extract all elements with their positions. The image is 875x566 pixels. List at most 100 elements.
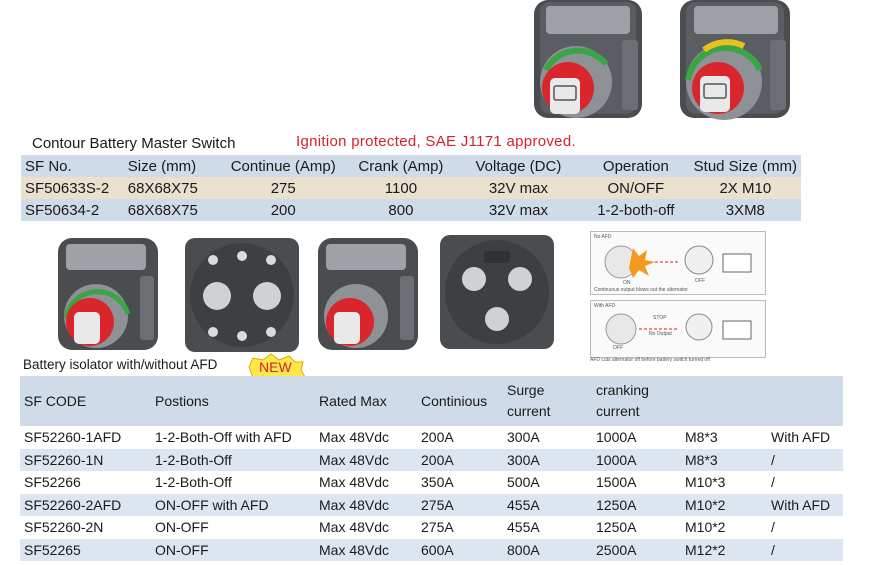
cell-continuous: 200A <box>421 429 454 446</box>
col-stud <box>681 376 767 426</box>
new-badge-icon <box>248 353 306 382</box>
cell-stud: M10*3 <box>685 474 726 491</box>
col-rated-max: Rated Max <box>319 392 387 409</box>
cell-stud: M12*2 <box>685 541 726 558</box>
cell-rated-max: Max 48Vdc <box>319 429 390 446</box>
cell-afd: With AFD <box>771 496 831 513</box>
cell-size: 68X68X75 <box>127 179 198 197</box>
cell-surge: 300A <box>507 429 540 446</box>
col-operation: Operation <box>602 157 669 175</box>
cell-rated-max: Max 48Vdc <box>319 451 390 468</box>
with-afd-label: With AFD <box>594 303 616 309</box>
cell-positions: ON-OFF <box>155 519 209 536</box>
cell-rated-max: Max 48Vdc <box>319 496 390 513</box>
col-cranking-current: cranking current <box>596 382 649 419</box>
col-size: Size (mm) <box>127 157 197 175</box>
with-afd-diagram: With AFD STOP No Output OFF <box>590 300 766 358</box>
cell-cranking: 1250A <box>596 496 637 513</box>
col-surge-current: Surge current <box>507 382 551 419</box>
cell-size: 68X68X75 <box>127 201 198 219</box>
cell-sf-code: SF52260-1N <box>24 451 104 468</box>
no-output-icon <box>605 313 752 345</box>
table-row: SF52265 ON-OFF Max 48Vdc 600A 800A 2500A… <box>20 538 843 561</box>
cell-cranking: 1000A <box>596 451 637 468</box>
col-positions: Postions <box>155 392 209 409</box>
cell-sf-code: SF52260-2AFD <box>24 496 122 513</box>
cell-continuous: 350A <box>421 474 454 491</box>
switch-product-image-onoff <box>534 0 642 118</box>
cell-continuous: 275A <box>421 519 454 536</box>
table-header-row: SF No. Size (mm) Continue (Amp) Crank (A… <box>21 155 801 177</box>
cell-sf-code: SF52266 <box>24 474 81 491</box>
no-output-label: No Output <box>649 331 672 337</box>
table-row: SF52266 1-2-Both-Off Max 48Vdc 350A 500A… <box>20 471 843 494</box>
cell-voltage: 32V max <box>488 201 549 219</box>
table-row: SF52260-2N ON-OFF Max 48Vdc 275A 455A 12… <box>20 516 843 539</box>
cell-stud: M10*2 <box>685 519 726 536</box>
cell-crank: 800 <box>388 201 414 219</box>
cell-cranking: 1500A <box>596 474 637 491</box>
cell-stud: M10*2 <box>685 496 726 513</box>
table-row: SF50633S-2 68X68X75 275 1100 32V max ON/… <box>21 177 801 199</box>
cell-stud-size: 3XM8 <box>725 201 765 219</box>
cell-voltage: 32V max <box>488 179 549 197</box>
stop-label: STOP <box>653 315 667 321</box>
cell-afd: / <box>771 519 775 536</box>
table-row: SF52260-1AFD 1-2-Both-Off with AFD Max 4… <box>20 426 843 449</box>
col-sf-code: SF CODE <box>24 392 87 409</box>
table-row: SF52260-2AFD ON-OFF with AFD Max 48Vdc 2… <box>20 493 843 516</box>
cell-cranking: 2500A <box>596 541 637 558</box>
cell-positions: 1-2-Both-Off with AFD <box>155 429 292 446</box>
no-afd-caption: Continuous output blows out the alternat… <box>594 287 688 293</box>
col-stud-size: Stud Size (mm) <box>693 157 797 175</box>
col-crank: Crank (Amp) <box>358 157 444 175</box>
switch-product-image-1-2-both <box>680 0 790 120</box>
with-afd-caption: AFD cuts alternator off before battery s… <box>590 357 710 363</box>
cell-continue: 200 <box>270 201 296 219</box>
cell-continuous: 200A <box>421 451 454 468</box>
cell-positions: ON-OFF <box>155 541 209 558</box>
col-afd <box>767 376 843 426</box>
cell-cranking: 1250A <box>596 519 637 536</box>
cell-rated-max: Max 48Vdc <box>319 519 390 536</box>
cell-surge: 800A <box>507 541 540 558</box>
on-label: ON <box>623 280 631 286</box>
table-header-row: SF CODE Postions Rated Max Continious Su… <box>20 376 843 426</box>
section2-title: Battery isolator with/without AFD <box>23 357 218 372</box>
spark-icon <box>604 245 752 279</box>
cell-sf-no: SF50634-2 <box>25 201 100 219</box>
section1-title: Contour Battery Master Switch <box>32 135 236 152</box>
certification-note: Ignition protected, SAE J1171 approved. <box>296 133 576 150</box>
new-badge-text: NEW <box>259 359 292 375</box>
cell-sf-code: SF52260-2N <box>24 519 104 536</box>
cell-crank: 1100 <box>384 179 418 197</box>
cell-continue: 275 <box>270 179 296 197</box>
cell-rated-max: Max 48Vdc <box>319 474 390 491</box>
cell-operation: 1-2-both-off <box>597 201 675 219</box>
off-label-top: OFF <box>695 278 705 284</box>
battery-isolator-table: SF CODE Postions Rated Max Continious Su… <box>20 376 843 561</box>
isolator-front-image-2 <box>318 238 418 350</box>
cell-sf-code: SF52260-1AFD <box>24 429 122 446</box>
cell-afd: / <box>771 541 775 558</box>
cell-positions: ON-OFF with AFD <box>155 496 269 513</box>
cell-sf-no: SF50633S-2 <box>25 179 110 197</box>
table-row: SF50634-2 68X68X75 200 800 32V max 1-2-b… <box>21 199 801 221</box>
cell-positions: 1-2-Both-Off <box>155 474 232 491</box>
cell-afd: With AFD <box>771 429 831 446</box>
cell-operation: ON/OFF <box>607 179 665 197</box>
cell-surge: 455A <box>507 496 540 513</box>
cell-cranking: 1000A <box>596 429 637 446</box>
col-voltage: Voltage (DC) <box>475 157 562 175</box>
cell-positions: 1-2-Both-Off <box>155 451 232 468</box>
isolator-rear-image-1 <box>185 238 299 352</box>
table-row: SF52260-1N 1-2-Both-Off Max 48Vdc 200A 3… <box>20 448 843 471</box>
isolator-front-image-1 <box>58 238 158 350</box>
cell-afd: / <box>771 451 775 468</box>
cell-stud: M8*3 <box>685 429 718 446</box>
cell-rated-max: Max 48Vdc <box>319 541 390 558</box>
cell-continuous: 600A <box>421 541 454 558</box>
cell-stud: M8*3 <box>685 451 718 468</box>
no-afd-diagram: No AFD ON OFF Continuous output blows ou… <box>590 231 766 295</box>
cell-surge: 455A <box>507 519 540 536</box>
